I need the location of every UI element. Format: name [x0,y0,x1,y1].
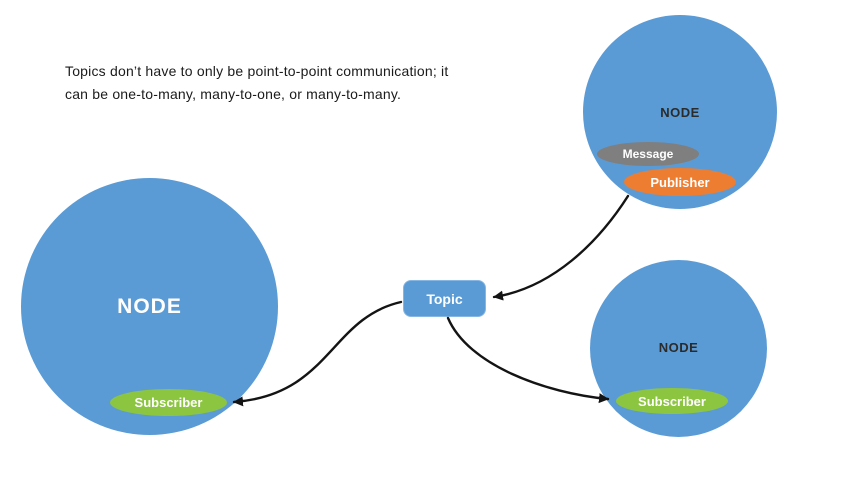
message-pill: Message [597,142,699,166]
node-topright-label: NODE [660,105,700,120]
publisher-pill: Publisher [624,168,736,196]
node-bottomright-label: NODE [658,340,699,355]
caption-line-2: can be one-to-many, many-to-one, or many… [65,86,402,102]
topic-box: Topic [403,280,486,317]
arrow-publisher-to-topic [492,194,630,301]
node-bottomright-subscriber-pill: Subscriber [616,388,728,414]
node-left-subscriber-pill: Subscriber [110,389,227,416]
caption-line-1: Topics don’t have to only be point-to-po… [65,63,449,79]
arrow-topic-to-bottomright-subscriber [446,316,610,404]
node-left-label: NODE [117,295,182,318]
caption: Topics don’t have to only be point-to-po… [65,60,448,106]
